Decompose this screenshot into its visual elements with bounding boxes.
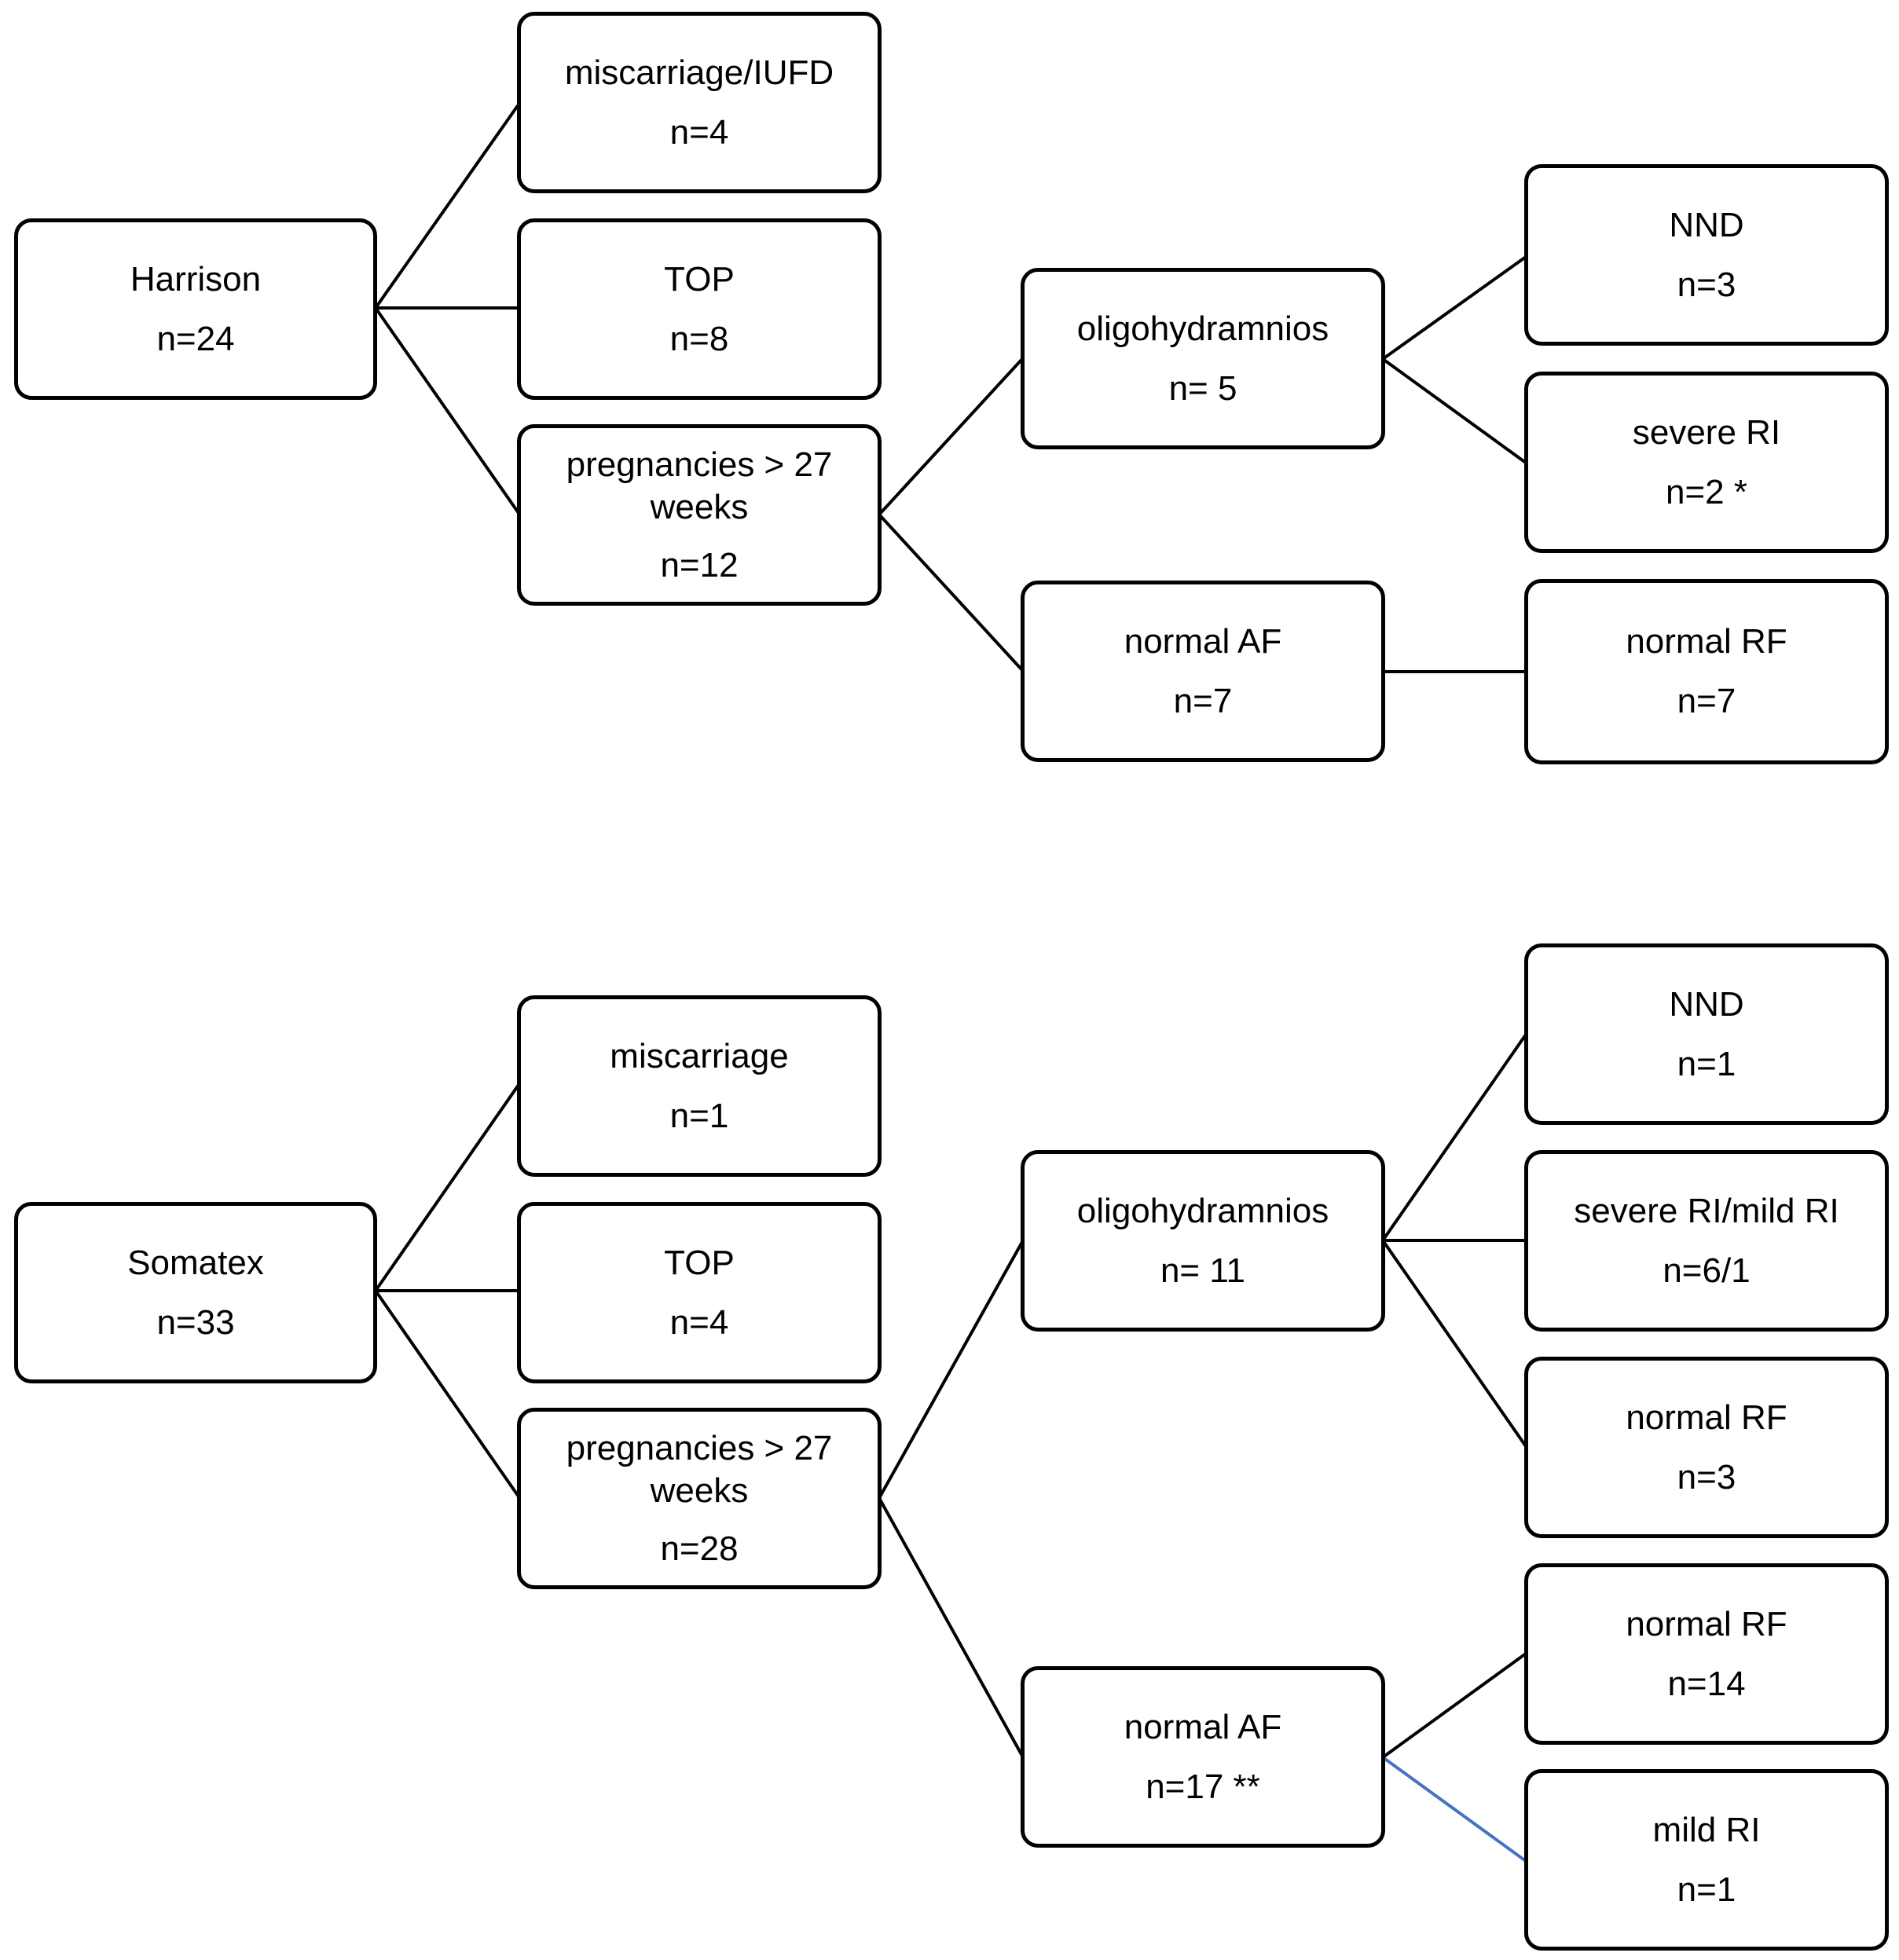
node-somatex-oligohydramnios: oligohydramnios n= 11: [1021, 1150, 1385, 1332]
node-label: miscarriage: [610, 1036, 789, 1075]
node-count: n=24: [156, 319, 235, 358]
connector-normal-af-to-mild-ri: [1381, 1756, 1527, 1863]
node-harrison-normal-af: normal AF n=7: [1021, 581, 1385, 762]
node-harrison-top: TOP n=8: [517, 218, 882, 400]
node-count: n=3: [1677, 1457, 1736, 1497]
node-count: n=6/1: [1663, 1251, 1751, 1290]
node-harrison-oligohydramnios: oligohydramnios n= 5: [1021, 268, 1385, 449]
node-label: miscarriage/IUFD: [564, 53, 834, 92]
node-harrison-nnd: NND n=3: [1524, 164, 1889, 346]
node-label: oligohydramnios: [1076, 1191, 1329, 1230]
node-harrison-miscarriage: miscarriage/IUFD n=4: [517, 12, 882, 193]
node-label: normal RF: [1626, 1398, 1787, 1437]
node-count: n=14: [1667, 1664, 1746, 1703]
connector-oligo-to-normal-rf-s: [1381, 1239, 1527, 1448]
node-count: n=1: [669, 1096, 729, 1135]
connector-harrison-to-pregnancies: [374, 306, 520, 515]
node-label: severe RI/mild RI: [1574, 1191, 1839, 1230]
node-count: n=3: [1677, 265, 1736, 304]
node-count: n=28: [660, 1529, 739, 1568]
node-count: n=2 *: [1666, 472, 1747, 511]
node-label: pregnancies > 27 weeks: [566, 445, 833, 526]
node-label: oligohydramnios: [1076, 309, 1329, 348]
node-label: Harrison: [130, 259, 262, 299]
node-somatex-miscarriage: miscarriage n=1: [517, 995, 882, 1177]
connector-pregnancies-to-normal-af-s: [878, 1497, 1024, 1757]
node-somatex-pregnancies: pregnancies > 27 weeks n=28: [517, 1408, 882, 1589]
node-count: n=8: [669, 319, 729, 358]
connector-normal-af-to-normal-rf-s: [1381, 1652, 1527, 1759]
node-label: mild RI: [1652, 1810, 1761, 1849]
node-label: Somatex: [127, 1243, 264, 1282]
node-count: n=33: [156, 1302, 235, 1342]
node-count: n=12: [660, 545, 739, 584]
node-somatex-normal-af: normal AF n=17 **: [1021, 1666, 1385, 1848]
connector-oligo-to-nnd: [1381, 255, 1527, 361]
node-somatex-mild-ri: mild RI n=1: [1524, 1769, 1889, 1951]
node-somatex-normal-rf-oligo: normal RF n=3: [1524, 1357, 1889, 1538]
node-count: n=7: [1677, 682, 1736, 720]
node-somatex-severe-mild-ri: severe RI/mild RI n=6/1: [1524, 1150, 1889, 1332]
node-label: NND: [1669, 984, 1744, 1024]
connector-oligo-to-severe-ri: [1381, 357, 1527, 464]
connector-oligo-to-nnd-s: [1381, 1033, 1527, 1242]
node-label: NND: [1669, 205, 1744, 244]
connector-pregnancies-to-normal-af: [878, 513, 1024, 672]
node-label: severe RI: [1632, 412, 1781, 452]
node-label: normal AF: [1124, 1707, 1282, 1746]
connector-somatex-to-pregnancies: [374, 1289, 520, 1498]
node-count: n= 11: [1160, 1251, 1246, 1290]
node-count: n=1: [1677, 1044, 1736, 1083]
node-label: normal RF: [1626, 622, 1787, 661]
node-label: TOP: [664, 1243, 735, 1282]
node-label: normal RF: [1626, 1604, 1787, 1643]
node-count: n=4: [669, 1302, 729, 1342]
node-label: normal AF: [1124, 621, 1282, 661]
node-count: n=1: [1677, 1870, 1736, 1909]
node-harrison-pregnancies: pregnancies > 27 weeks n=12: [517, 424, 882, 606]
node-count: n=17 **: [1146, 1767, 1260, 1806]
node-label: pregnancies > 27 weeks: [566, 1428, 833, 1510]
node-somatex-normal-rf-af: normal RF n=14: [1524, 1563, 1889, 1745]
connector-somatex-to-miscarriage: [374, 1083, 520, 1292]
node-count: n=4: [669, 112, 729, 152]
connector-pregnancies-to-oligo: [878, 357, 1024, 516]
node-harrison-normal-rf: normal RF n=7: [1524, 579, 1889, 764]
node-count: n= 5: [1168, 368, 1237, 408]
node-somatex-top: TOP n=4: [517, 1202, 882, 1383]
node-somatex-root: Somatex n=33: [14, 1202, 377, 1383]
node-count: n=7: [1173, 681, 1233, 720]
node-harrison-root: Harrison n=24: [14, 218, 377, 400]
node-harrison-severe-ri: severe RI n=2 *: [1524, 372, 1889, 553]
connector-pregnancies-to-oligo-s: [878, 1241, 1024, 1499]
node-somatex-nnd: NND n=1: [1524, 943, 1889, 1125]
node-label: TOP: [664, 259, 735, 299]
connector-harrison-to-miscarriage: [374, 103, 520, 310]
